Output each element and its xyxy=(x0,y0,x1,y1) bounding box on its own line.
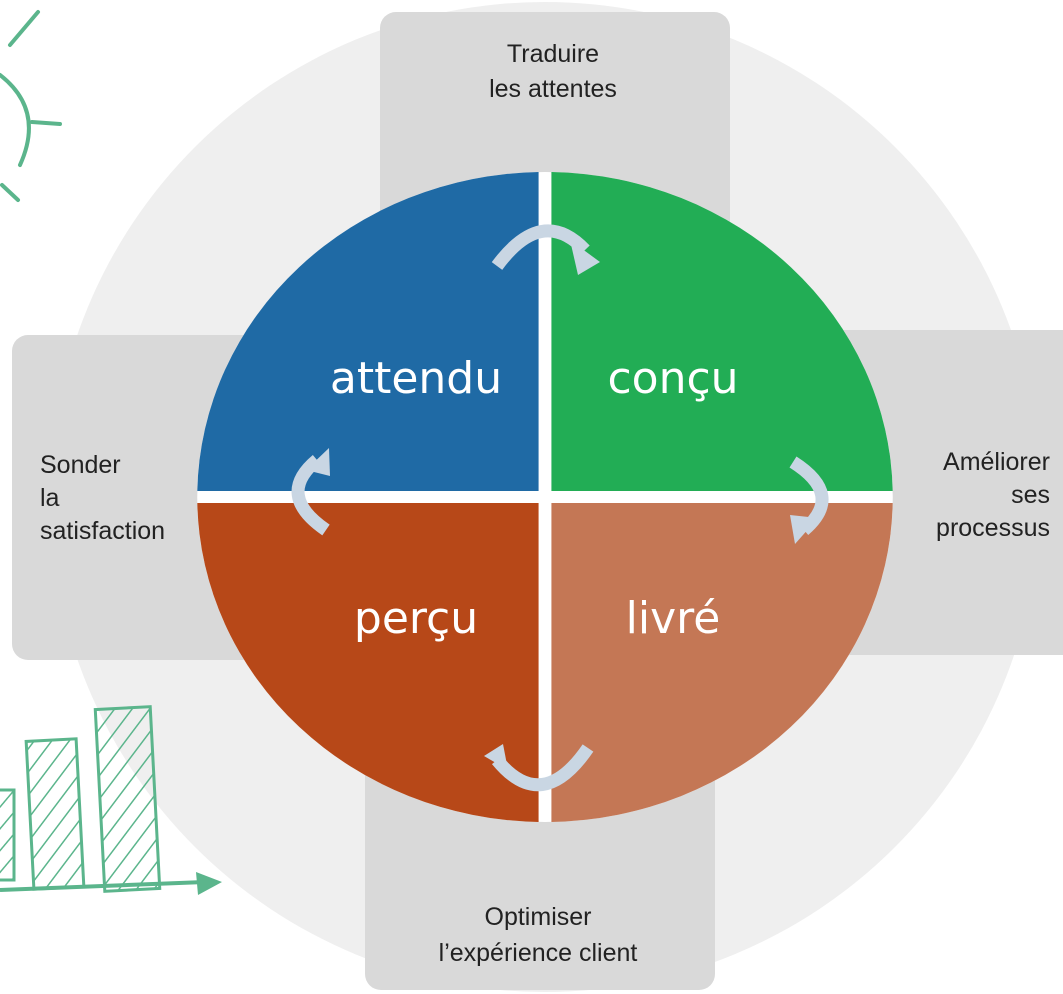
quadrant-bottom-left xyxy=(197,503,539,822)
arrow-bottom-icon xyxy=(491,744,594,792)
box-left-line2: la xyxy=(40,484,60,512)
sketch-axis-arrow xyxy=(0,880,206,892)
box-right-line3: processus xyxy=(936,514,1050,542)
arrowhead-left xyxy=(306,448,330,476)
quadrant-bottom-right xyxy=(551,503,893,822)
arrowhead-bottom xyxy=(484,744,508,770)
box-top-line2: les attentes xyxy=(489,75,617,103)
quadrant-top-right xyxy=(551,172,893,491)
box-top-line1: Traduire xyxy=(507,40,599,68)
box-bottom-line1: Optimiser xyxy=(485,903,592,931)
quadrant-circle xyxy=(197,172,893,822)
box-bottom-line2: l’expérience client xyxy=(439,939,638,967)
bar-chart-sketch-icon xyxy=(0,705,222,895)
quadrant-label-percu: perçu xyxy=(354,593,478,644)
box-left-line1: Sonder xyxy=(40,451,121,479)
arrowhead-right xyxy=(790,515,818,544)
arrowhead-top xyxy=(570,240,600,275)
arrow-top-icon xyxy=(491,224,590,270)
sun-icon xyxy=(0,10,62,202)
box-right-line1: Améliorer xyxy=(943,448,1050,476)
sketch-bar xyxy=(24,737,86,891)
quadrant-label-attendu: attendu xyxy=(330,353,502,404)
quadrant-top-left xyxy=(197,172,539,491)
box-right-line2: ses xyxy=(1011,481,1050,509)
quadrant-label-livre: livré xyxy=(626,593,721,644)
box-left-line3: satisfaction xyxy=(40,517,165,545)
sketch-bar xyxy=(0,788,16,882)
sketch-bar xyxy=(93,705,162,893)
quadrant-label-concu: conçu xyxy=(607,353,738,404)
